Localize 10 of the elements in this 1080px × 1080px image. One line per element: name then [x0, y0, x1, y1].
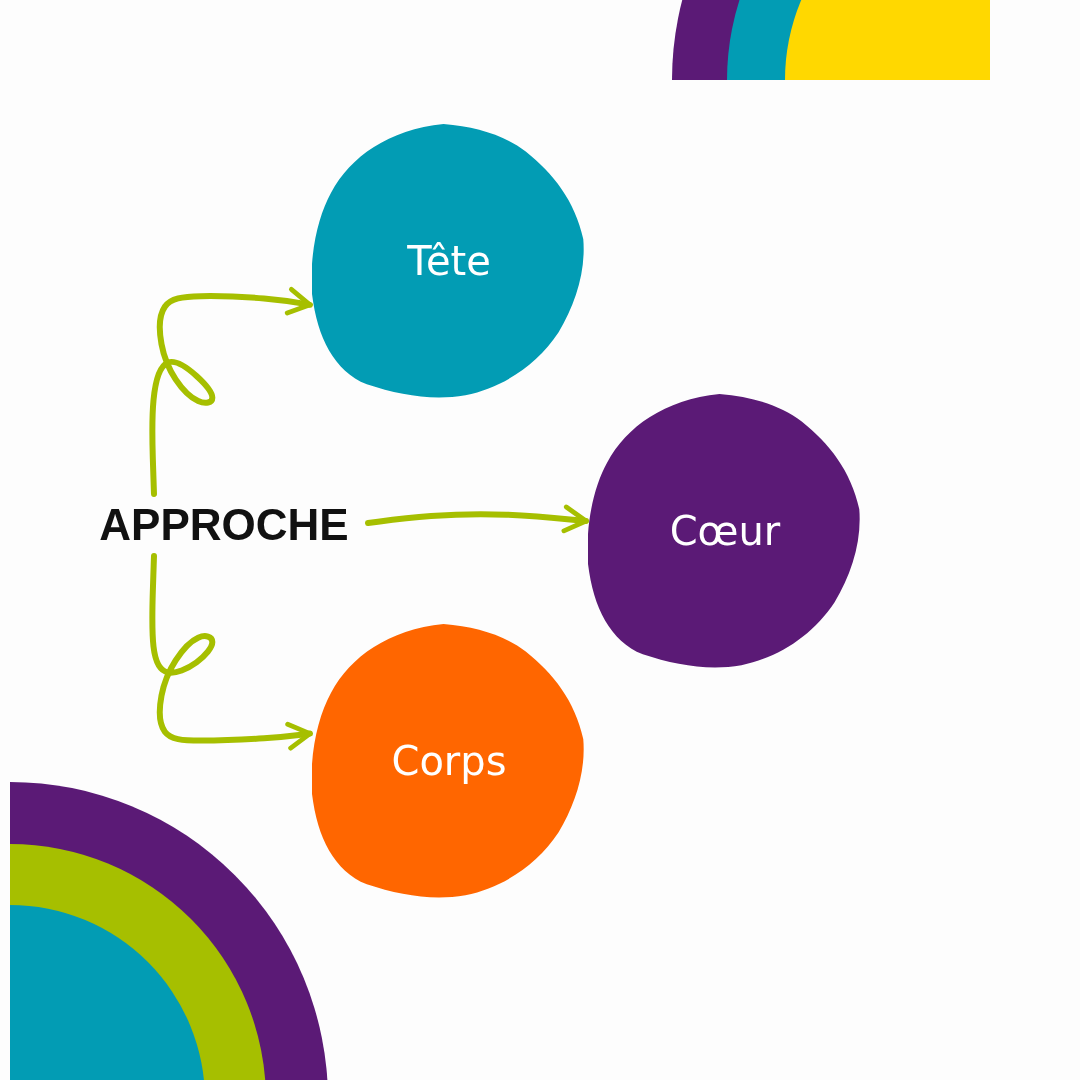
node-label: Tête — [407, 238, 491, 284]
blob-node — [312, 624, 586, 898]
heading-label: APPROCHE — [99, 500, 349, 550]
blob-node — [312, 124, 586, 398]
node-label: Cœur — [669, 508, 781, 554]
curly-arrow — [149, 287, 313, 497]
blob-node — [588, 394, 862, 668]
curly-arrow — [149, 553, 313, 751]
curly-arrow — [365, 504, 589, 534]
node-label: Corps — [391, 738, 507, 784]
